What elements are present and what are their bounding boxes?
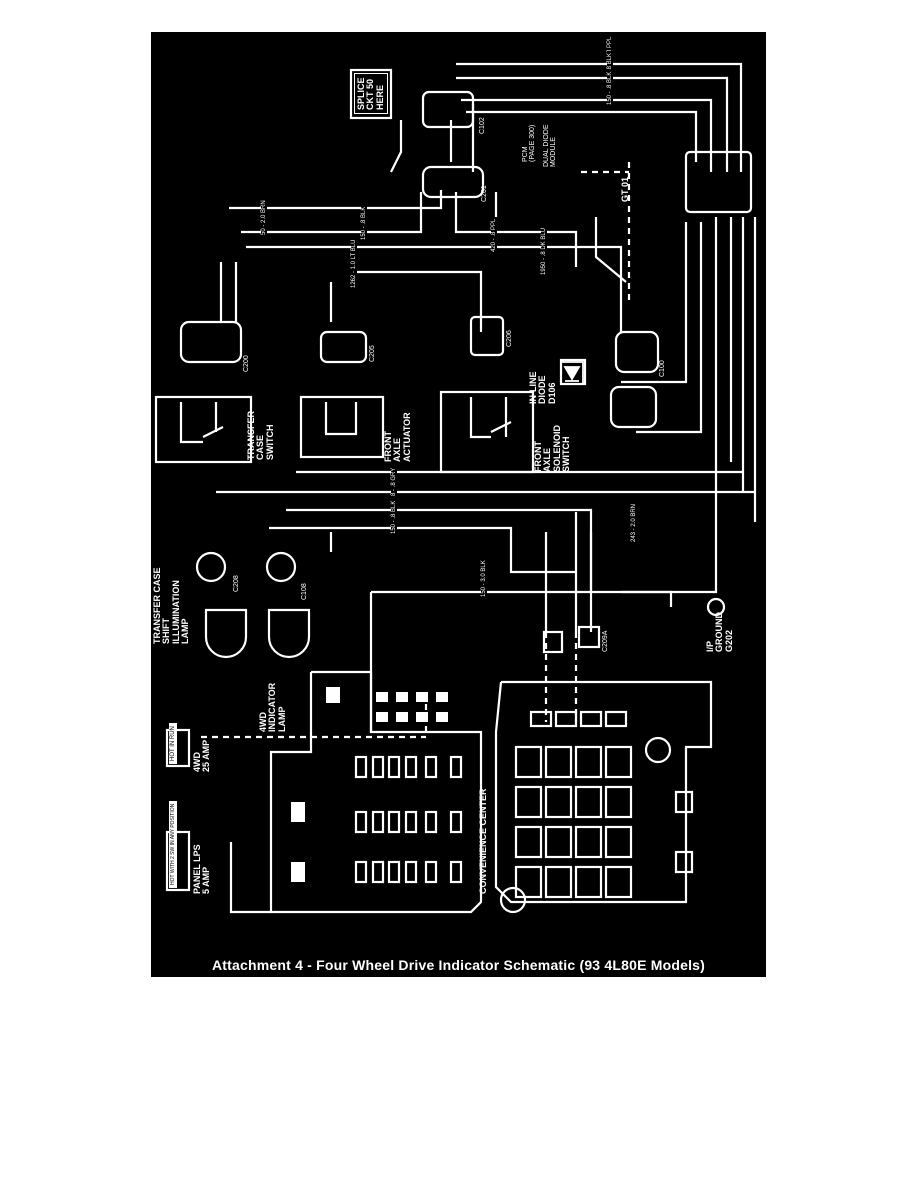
front-axle-solenoid-switch-label: FRONT AXLE SOLENOID SWITCH: [533, 424, 572, 472]
wire-label: 150 - .8 BLK: [361, 204, 367, 242]
diode-symbol: [560, 361, 584, 385]
pcm-reference-label: PCM (PAGE 300): [522, 124, 537, 162]
connector-c108-label: C108: [301, 583, 308, 600]
wire-label: 150 - .8 BLK: [391, 498, 397, 536]
connector-c201-label: C201: [481, 185, 488, 202]
connector-c100-label: C100: [659, 360, 666, 377]
connector-c200-label: C200: [243, 355, 250, 372]
wire-label: 420 - .8 PPL: [491, 216, 497, 254]
transfer-case-switch-label: TRANSFER CASE SWITCH: [246, 411, 275, 460]
fuse-4wd-label: 4WD 25 AMP: [192, 739, 212, 772]
connector-c209a-label: C209A: [602, 630, 609, 652]
transfer-case-lamp-label: TRANSFER CASE SHIFT ILLUMINATION LAMP: [152, 567, 191, 644]
diode-module-reference-label: DUAL DIODE MODULE: [543, 124, 558, 167]
wire-label: 243 - 2.0 BRN: [631, 501, 637, 544]
inline-diode-label: IN-LINE DIODE D106: [528, 371, 557, 405]
wire-label: 8 - .8 GRY: [391, 465, 397, 498]
wire-label: 1950 - .8 DK BLU: [541, 225, 547, 277]
wire-label: 150 - .8 BLK: [607, 69, 613, 107]
wire-label: 150 - 3.0 BLK: [481, 558, 487, 599]
front-axle-actuator-label: FRONT AXLE ACTUATOR: [383, 412, 412, 462]
ground-label: I/P GROUND G202: [705, 612, 734, 652]
fuse-4wd-note: HOT IN RUN: [169, 723, 177, 764]
wire-top-1: [456, 62, 743, 172]
wire-label: 1262 - 1.0 LT BLU: [351, 237, 357, 290]
convenience-center-label: CONVENIENCE CENTER: [478, 788, 488, 894]
connector-c205-label: C205: [369, 345, 376, 362]
fuse-panel-lps-label: PANEL LPS 5 AMP: [192, 844, 212, 894]
wiring-schematic: SPLICE CKT 50 HERE TRANSFER CASE SWITCH …: [151, 32, 766, 977]
connector-c206-label: C206: [506, 330, 513, 347]
schematic-drawing: [154, 62, 757, 914]
indicator-lamp-label: 4WD INDICATOR LAMP: [258, 682, 287, 732]
connector-c208-label: C208: [233, 575, 240, 592]
figure-caption: Attachment 4 - Four Wheel Drive Indicato…: [211, 956, 706, 973]
splice-label: SPLICE CKT 50 HERE: [354, 73, 389, 114]
connector-c102-label: C102: [479, 117, 486, 134]
fuse-panel-lps-note: HOT WITH 2 SW IN ANY POSITION: [169, 800, 177, 888]
wire-label: 50 - 2.0 BRN: [261, 198, 267, 237]
gt01-label: GT 01: [620, 176, 630, 202]
